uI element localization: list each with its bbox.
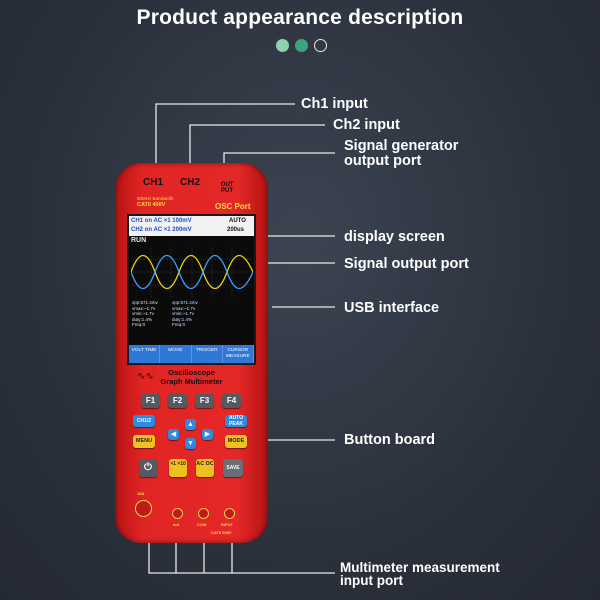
siggen-label-2: output port xyxy=(344,153,422,169)
arrow-down-icon[interactable]: ▼ xyxy=(185,438,196,449)
ch1-port-label: CH1 xyxy=(143,177,164,188)
port-input-label: INPUT xyxy=(221,522,233,527)
port-10a-label: 10A xyxy=(137,491,145,496)
mm-port-label-1: Multimeter measurement xyxy=(340,560,500,575)
save-button[interactable]: SAVE xyxy=(223,459,243,477)
pagination-dot-1[interactable] xyxy=(276,39,289,52)
softkey-cursor-measure[interactable]: CURSOR MEASURE xyxy=(223,345,254,363)
port-com[interactable] xyxy=(198,508,209,519)
port-input[interactable] xyxy=(224,508,235,519)
softkey-volt-time[interactable]: VOLT TIME xyxy=(129,345,161,363)
arrow-left-icon[interactable]: ◀ xyxy=(168,429,179,440)
ch1-status: CH1 on AC ×1 100mV xyxy=(131,218,192,224)
f2-button[interactable]: F2 xyxy=(168,394,187,408)
brand-text: Oscilloscope Graph Multimeter xyxy=(160,368,223,386)
button-board-label: Button board xyxy=(344,432,436,448)
port-com-label: COM xyxy=(197,522,207,527)
arrow-up-icon[interactable]: ▲ xyxy=(185,419,196,430)
ch2-status: CH2 on AC ×1 200mV xyxy=(131,227,192,233)
auto-status: AUTO xyxy=(229,218,246,224)
f1-button[interactable]: F1 xyxy=(141,394,160,408)
screen-header: CH1 on AC ×1 100mV CH2 on AC ×1 200mV AU… xyxy=(129,216,254,236)
bandwidth-text: 50MHz Bandwidth xyxy=(137,196,174,201)
mm-port-label-2: input port xyxy=(340,573,403,588)
timebase-status: 200us xyxy=(227,227,245,233)
cat-bottom-text: CATII 600V xyxy=(211,530,232,535)
sine-wave-icon: ∿∿ xyxy=(137,371,154,382)
f4-button[interactable]: F4 xyxy=(222,394,241,408)
run-status: RUN xyxy=(131,237,147,244)
x1-x10-button[interactable]: ×1 ×10 xyxy=(169,459,187,477)
port-ma-label: mA xyxy=(173,522,180,527)
ch1-input-label: Ch1 input xyxy=(301,96,368,112)
arrow-right-icon[interactable]: ▶ xyxy=(202,429,213,440)
auto-peak-button[interactable]: AUTO PEAK xyxy=(225,415,247,427)
port-10a[interactable] xyxy=(135,500,152,517)
display-screen: CH1 on AC ×1 100mV CH2 on AC ×1 200mV AU… xyxy=(127,214,256,365)
signal-output-label: Signal output port xyxy=(344,256,469,272)
power-icon[interactable]: ⏻ xyxy=(139,459,157,477)
waveform-display xyxy=(131,246,253,298)
screen-softkeys: VOLT TIME MOVE TRIGGER CURSOR MEASURE xyxy=(129,345,254,363)
display-screen-label: display screen xyxy=(344,229,445,245)
softkey-move[interactable]: MOVE xyxy=(160,345,192,363)
ch2-input-label: Ch2 input xyxy=(333,117,400,133)
ch12-button[interactable]: CH1/2 xyxy=(133,415,155,427)
osc-port-text: OSC Port xyxy=(215,202,251,211)
mode-button[interactable]: MODE xyxy=(225,435,247,448)
pagination-dot-2[interactable] xyxy=(295,39,308,52)
pagination-dot-3[interactable] xyxy=(314,39,327,52)
port-ma[interactable] xyxy=(172,508,183,519)
siggen-label-1: Signal generator xyxy=(344,138,459,154)
oscilloscope-device: CH1 CH2 OUT PUT 50MHz Bandwidth CATII 40… xyxy=(115,163,268,543)
pagination-dots xyxy=(276,39,327,52)
page-title: Product appearance description xyxy=(136,6,464,29)
usb-label: USB interface xyxy=(344,300,440,316)
f3-button[interactable]: F3 xyxy=(195,394,214,408)
ch2-port-label: CH2 xyxy=(180,177,201,188)
menu-button[interactable]: MENU xyxy=(133,435,155,448)
softkey-trigger[interactable]: TRIGGER xyxy=(192,345,223,363)
ac-dc-button[interactable]: AC DC xyxy=(196,459,214,477)
output-port-label: OUT PUT xyxy=(220,182,234,194)
cat-rating-text: CATII 400V xyxy=(137,202,166,208)
